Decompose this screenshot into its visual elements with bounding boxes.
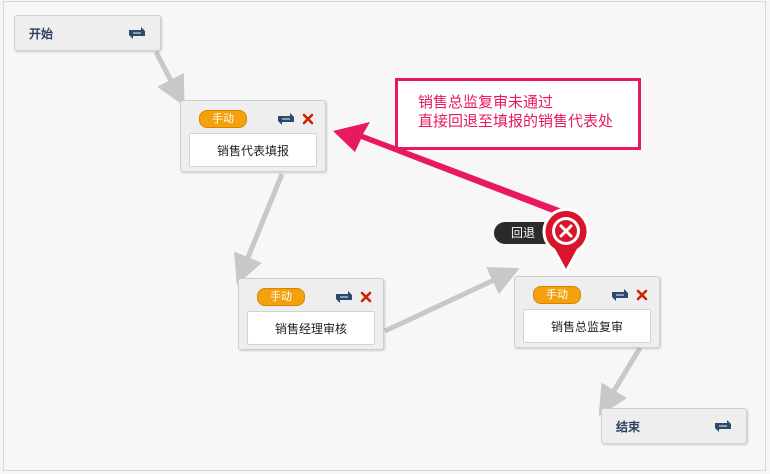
rollback-pin-icon[interactable]	[542, 206, 590, 276]
repeat-icon[interactable]	[275, 110, 297, 128]
task-name: 销售总监复审	[523, 309, 651, 343]
task-header: 手动	[189, 109, 317, 129]
task-actions	[333, 288, 372, 306]
manual-badge: 手动	[533, 286, 581, 304]
end-node[interactable]: 结束	[601, 408, 747, 444]
repeat-icon[interactable]	[712, 417, 734, 435]
rollback-arrow	[333, 122, 570, 219]
task-node-sales-manager-review[interactable]: 手动 销售经理审核	[238, 278, 384, 350]
rollback-callout: 销售总监复审未通过 直接回退至填报的销售代表处	[395, 78, 641, 150]
task-actions	[609, 286, 648, 304]
manual-badge: 手动	[257, 288, 305, 306]
callout-line-1: 销售总监复审未通过	[418, 93, 554, 111]
task-header: 手动	[523, 285, 651, 305]
start-node[interactable]: 开始	[14, 15, 161, 51]
connector-task1-to-task2	[234, 173, 285, 285]
repeat-icon[interactable]	[333, 288, 355, 306]
task-node-sales-rep-fill[interactable]: 手动 销售代表填报	[180, 100, 326, 172]
task-header: 手动	[247, 287, 375, 307]
close-icon[interactable]	[636, 289, 648, 301]
connector-task3-to-end	[598, 346, 643, 416]
close-icon[interactable]	[360, 291, 372, 303]
repeat-icon[interactable]	[609, 286, 631, 304]
repeat-icon[interactable]	[126, 24, 148, 42]
connector-start-to-task1	[153, 50, 185, 107]
task-name: 销售代表填报	[189, 133, 317, 167]
close-icon[interactable]	[302, 113, 314, 125]
task-node-sales-director-recheck[interactable]: 手动 销售总监复审	[514, 276, 660, 348]
start-node-label: 开始	[29, 26, 54, 41]
connector-task2-to-task3	[383, 267, 520, 334]
task-actions	[275, 110, 314, 128]
end-node-label: 结束	[616, 419, 641, 434]
task-name: 销售经理审核	[247, 311, 375, 345]
manual-badge: 手动	[199, 110, 247, 128]
callout-line-2: 直接回退至填报的销售代表处	[418, 112, 614, 130]
